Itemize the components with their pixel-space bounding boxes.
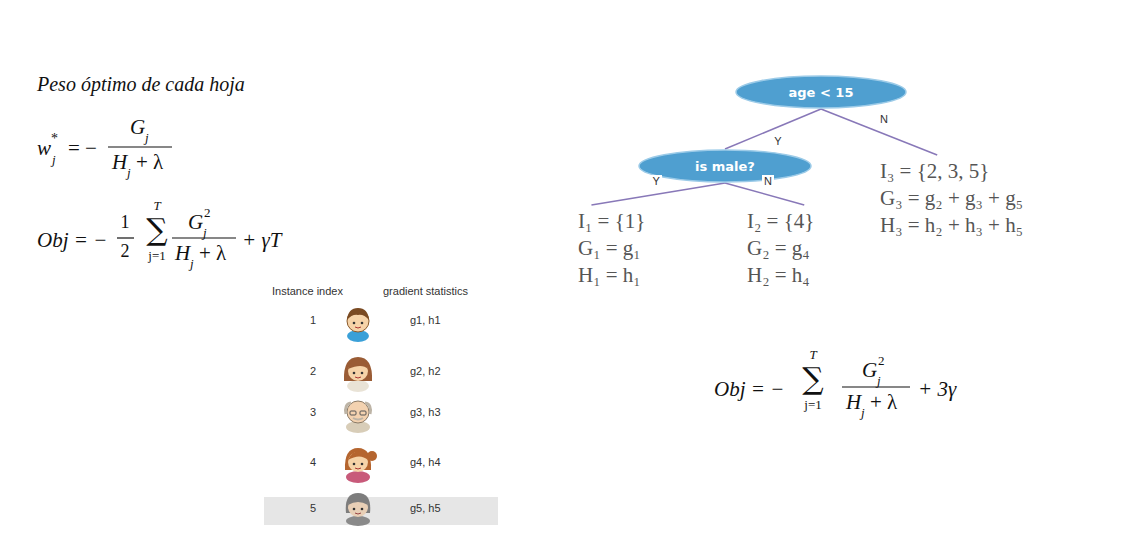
math-term: + γT [242,230,281,251]
table-header: Instance index [272,286,343,297]
table-cell: g5, h5 [410,503,441,514]
table-cell: g1, h1 [410,315,441,326]
math-term: + λ [870,392,897,413]
math-operator: = − [68,138,97,159]
fraction-bars [108,147,910,387]
math-term: Obj = − [714,379,784,400]
math-symbol: H [846,392,861,413]
table-header: gradient statistics [383,286,468,297]
node-label: age < 15 [789,85,854,100]
table-cell: g2, h2 [410,366,441,377]
superscript: * [51,132,58,146]
table-cell: 3 [310,407,316,418]
ellipse-outline [639,150,811,182]
branch-label: N [762,175,774,188]
superscript: 2 [878,354,885,367]
leaf-node: I₃ = {2, 3, 5}G₃ = g₂ + g₃ + g₅H₃ = h₂ +… [880,158,1023,239]
decision-ellipse: age < 15 [735,75,907,109]
tree-branch [821,109,937,155]
leaf-formula: I₃ = {2, 3, 5} [880,158,1023,185]
leaf-formula: H₃ = h₂ + h₃ + h₅ [880,212,1023,239]
math-symbol: w [37,138,51,159]
branch-label: Y [650,175,661,188]
leaf-node: I₂ = {4}G₂ = g₄H₂ = h₄ [747,208,814,289]
math-term: Obj = − [37,230,107,251]
table-cell: g3, h3 [410,407,441,418]
subscript: j [203,226,207,239]
subscript: j [877,374,881,387]
table-cell: 4 [310,457,316,468]
sum-limit: T [153,199,160,212]
math-symbol: G [130,117,145,138]
table-shade [264,497,498,525]
leaf-formula: I₁ = {1} [578,208,645,235]
sum-limit: T [809,348,816,361]
branch-label: N [878,113,890,126]
math-symbol: G [862,360,877,381]
subscript: j [127,166,131,179]
table-cell: 2 [310,366,316,377]
sum-sign: ∑ [146,215,167,245]
math-number: 1 [121,213,130,231]
leaf-formula: H₁ = h₁ [578,262,645,289]
person-icon [347,308,369,342]
superscript: 2 [204,206,211,219]
sum-limit: j=1 [804,398,821,411]
leaf-node: I₁ = {1}G₁ = g₁H₁ = h₁ [578,208,645,289]
leaf-formula: G₃ = g₂ + g₃ + g₅ [880,185,1023,212]
tree-branch [725,109,821,149]
subscript: j [52,153,56,166]
table-cell: 5 [310,503,316,514]
math-term: + λ [136,152,163,173]
sum-sign: ∑ [802,364,823,394]
subscript: j [861,406,865,419]
leaf-formula: G₁ = g₁ [578,235,645,262]
math-symbol: H [112,152,127,173]
leaf-formula: I₂ = {4} [747,208,814,235]
person-icon [345,448,377,483]
subscript: j [190,257,194,270]
math-symbol: H [175,243,190,264]
table-cell: g4, h4 [410,457,441,468]
node-label: is male? [695,159,755,174]
leaf-formula: H₂ = h₄ [747,262,814,289]
branch-label: Y [772,135,783,148]
table-cell: 1 [310,315,316,326]
person-icon [346,401,371,433]
ellipse-outline [736,76,906,108]
leaf-formula: G₂ = g₄ [747,235,814,262]
person-icon [346,493,371,526]
person-icon [344,357,372,392]
heading: Peso óptimo de cada hoja [37,74,245,94]
math-term: + λ [199,243,226,264]
subscript: j [145,131,149,144]
math-term: + 3γ [918,379,956,400]
sum-limit: j=1 [148,249,165,262]
math-number: 2 [121,242,130,260]
decision-ellipse: is male? [638,149,812,183]
math-symbol: G [188,212,203,233]
